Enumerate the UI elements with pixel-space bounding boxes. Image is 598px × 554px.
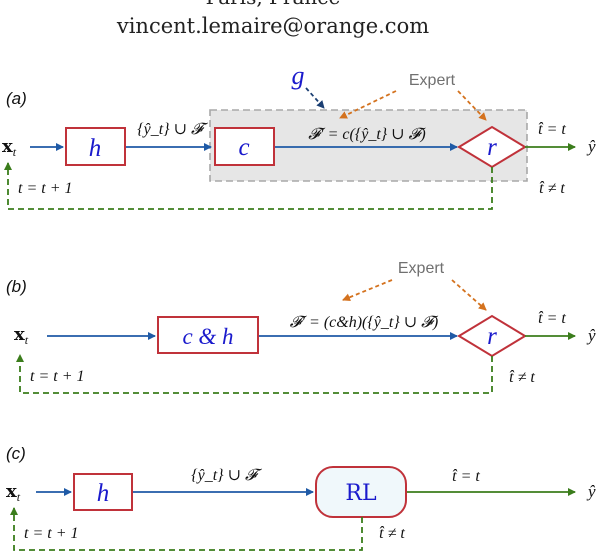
ch-box	[157, 316, 259, 354]
expert-label: Expert	[409, 72, 456, 89]
out-true-label-b: t̂ = t	[538, 310, 566, 327]
loop-back	[4, 162, 493, 210]
input-sub: t	[13, 145, 17, 159]
edge-ch-r-label: 𝓕′ = (c&h)({ŷ_t} ∪ 𝓕)	[290, 314, 439, 331]
loop-back-c	[10, 507, 363, 551]
loop-label-b: t = t + 1	[30, 368, 84, 385]
c-box	[214, 127, 275, 166]
email-text: vincent.lemaire@orange.com	[116, 14, 429, 38]
h-box-label: h	[89, 135, 102, 162]
r-diamond-label: r	[487, 134, 497, 161]
panel-a-label: (a)	[6, 89, 27, 108]
input-x-c: x	[6, 481, 17, 502]
rl-box-label: RL	[345, 481, 377, 506]
r-diamond-b-label: r	[487, 323, 497, 350]
out-true-label-c: t̂ = t	[452, 468, 480, 485]
input-xt-c: xt	[6, 481, 21, 504]
input-x-b: x	[14, 324, 25, 345]
g-arrow	[305, 87, 325, 109]
output-yhat: ŷ	[586, 137, 596, 156]
panel-b: (b) xt c & h 𝓕′ = (c&h)({ŷ_t} ∪ 𝓕) r Exp…	[6, 260, 596, 394]
expert-arrow-right-b	[451, 279, 487, 311]
g-label: g	[292, 61, 305, 90]
edge-h-rl-label: {ŷ_t} ∪ 𝓕	[191, 467, 263, 484]
output-yhat-c: ŷ	[586, 482, 596, 501]
out-true-label: t̂ = t	[538, 121, 566, 138]
panel-c-label: (c)	[6, 444, 26, 463]
panel-c: (c) xt h {ŷ_t} ∪ 𝓕 RL t̂ = t ŷ t̂ ≠ t t …	[6, 444, 596, 551]
loop-back-b	[16, 354, 493, 394]
out-false-label: t̂ ≠ t	[539, 180, 565, 197]
out-false-label-c: t̂ ≠ t	[379, 525, 405, 542]
c-box-label: c	[238, 134, 249, 161]
h-box	[65, 127, 126, 166]
panel-a: (a) xt h {ŷ_t} ∪ 𝓕 c 𝓕′ = c({ŷ_t} ∪ 𝓕) r…	[2, 61, 596, 210]
affiliation-text: Paris, France	[206, 0, 341, 9]
ch-box-label: c & h	[182, 324, 233, 349]
expert-arrow-left	[339, 90, 397, 119]
input-sub-c: t	[17, 490, 21, 504]
input-xt-b: xt	[14, 324, 29, 347]
output-yhat-b: ŷ	[586, 326, 596, 345]
input-x: x	[2, 136, 13, 157]
expert-label-b: Expert	[398, 260, 445, 277]
input-xt: xt	[2, 136, 17, 159]
edge-h-c-label: {ŷ_t} ∪ 𝓕	[137, 121, 209, 138]
panel-b-label: (b)	[6, 277, 27, 296]
edge-c-r-label: 𝓕′ = c({ŷ_t} ∪ 𝓕)	[308, 126, 426, 143]
rl-box	[315, 466, 407, 518]
input-sub-b: t	[25, 333, 29, 347]
h-box-c	[73, 473, 133, 511]
h-box-c-label: h	[97, 480, 110, 507]
expert-arrow-left-b	[342, 279, 393, 302]
out-false-label-b: t̂ ≠ t	[509, 369, 535, 386]
loop-label: t = t + 1	[18, 180, 72, 197]
loop-label-c: t = t + 1	[24, 525, 78, 542]
